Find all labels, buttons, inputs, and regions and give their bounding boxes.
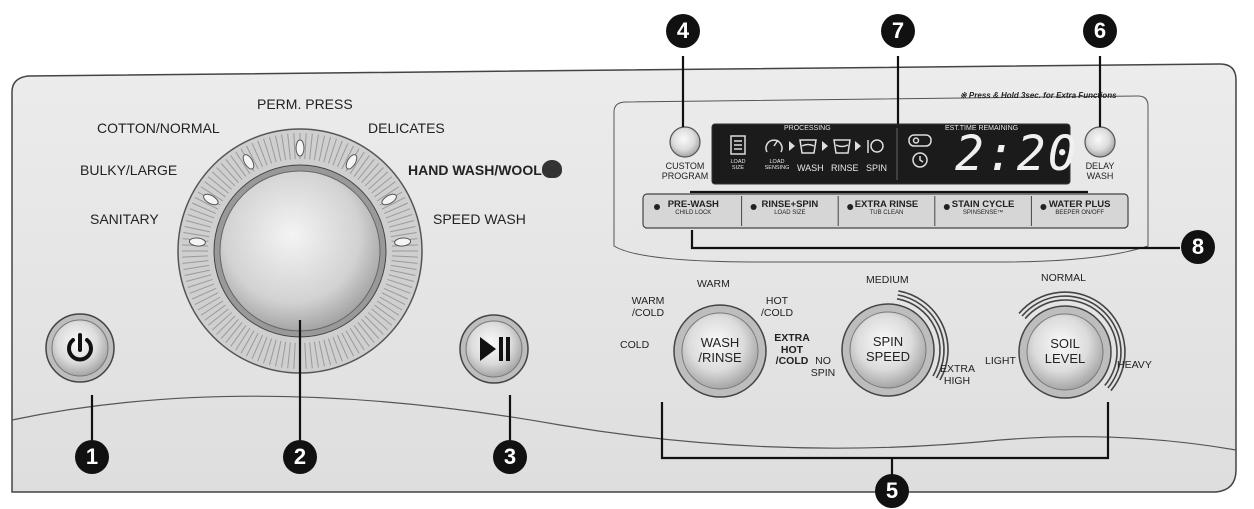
program-dial-knob <box>219 170 381 332</box>
temp-warm-cold: WARM /COLD <box>631 295 665 319</box>
option-label: WATER PLUS <box>1048 199 1111 210</box>
option-label: STAIN CYCLE <box>951 199 1015 210</box>
spin-extra-high: EXTRA HIGH <box>940 363 976 387</box>
rinse-label: RINSE <box>831 163 859 173</box>
program-dial-indicators <box>188 139 412 247</box>
temp-extra-hot-cold: EXTRA HOT /COLD <box>774 332 810 368</box>
spin-medium: MEDIUM <box>866 274 909 286</box>
callout-3: 3 <box>493 440 527 474</box>
display-bezel <box>613 95 1149 263</box>
option-label: EXTRA RINSE <box>854 199 919 210</box>
dial-indicator-slot <box>203 193 219 206</box>
callout-7: 7 <box>881 14 915 48</box>
time-remaining-label: EST.TIME REMAINING <box>945 125 1019 132</box>
program-cotton-normal[interactable]: COTTON/NORMAL <box>97 120 220 136</box>
option-led <box>1040 204 1047 210</box>
custom-program-label: CUSTOM PROGRAM <box>661 161 709 181</box>
delay-wash-label: DELAY WASH <box>1085 161 1115 181</box>
clock-icon <box>912 152 928 168</box>
program-delicates[interactable]: DELICATES <box>368 120 445 136</box>
spin-no-spin: NO SPIN <box>810 355 836 379</box>
wash-rinse-knob[interactable]: WASH /RINSE <box>698 335 742 365</box>
soil-normal: NORMAL <box>1041 272 1086 284</box>
power-icon <box>67 333 93 362</box>
option-led <box>943 204 950 210</box>
program-speed-wash[interactable]: SPEED WASH <box>433 211 526 227</box>
lcd-display <box>711 123 1071 185</box>
option-strip <box>642 193 1129 229</box>
option-led <box>847 204 854 210</box>
dial-indicator-slot <box>295 139 305 157</box>
option-label: RINSE+SPIN <box>761 199 819 210</box>
dial-indicator-slot <box>381 193 397 206</box>
option-label: PRE-WASH <box>667 199 719 210</box>
soil-heavy: HEAVY <box>1117 359 1152 371</box>
custom-program-button <box>669 126 701 158</box>
spin-speed-knob[interactable]: SPIN SPEED <box>865 334 911 364</box>
option-sublabel: TUB CLEAN <box>869 209 904 216</box>
option-sublabel: CHILD LOCK <box>675 209 712 216</box>
temp-warm: WARM <box>697 278 730 290</box>
wash-icon <box>799 139 817 154</box>
load-size-icon <box>730 135 746 155</box>
callout-5: 5 <box>875 474 909 508</box>
load-size-label: LOAD SIZE <box>730 159 746 171</box>
program-hand-wash-wool[interactable]: HAND WASH/WOOL <box>408 162 542 178</box>
extra-functions-note: ※ Press & Hold 3sec. for Extra Functions <box>960 91 1117 100</box>
soil-light: LIGHT <box>985 355 1016 367</box>
callout-8: 8 <box>1181 230 1215 264</box>
option-led <box>750 204 757 210</box>
door-lock-icon <box>908 134 932 147</box>
dial-indicator-slot <box>394 237 412 247</box>
program-bulky-large[interactable]: BULKY/LARGE <box>80 162 178 178</box>
program-sanitary[interactable]: SANITARY <box>90 211 159 227</box>
delay-wash-button <box>1084 126 1116 158</box>
spin-speed-arcs <box>896 290 949 381</box>
option-sublabel: BEEPER ON/OFF <box>1055 209 1105 216</box>
process-arrows-icon <box>789 141 861 151</box>
option-led <box>654 204 660 210</box>
load-sensing-icon <box>765 139 783 153</box>
time-readout: 2:20 <box>955 126 1079 182</box>
callout-1: 1 <box>75 440 109 474</box>
option-strip-dividers <box>654 196 1047 226</box>
play-pause-icon <box>480 337 510 361</box>
spin-label: SPIN <box>866 163 888 173</box>
callout-leaders <box>90 56 1180 476</box>
program-dial-ticks <box>182 133 418 369</box>
option-sublabel: SPINSENSE™ <box>962 209 1004 216</box>
dial-indicator-slot <box>188 237 206 247</box>
temp-hot-cold: HOT /COLD <box>760 295 794 319</box>
dial-indicator-slot <box>242 154 255 170</box>
processing-label: PROCESSING <box>784 125 831 132</box>
dial-indicator-slot <box>345 154 358 170</box>
rinse-icon <box>833 139 851 154</box>
soil-level-knob[interactable]: SOIL LEVEL <box>1044 336 1086 366</box>
callout-4: 4 <box>666 14 700 48</box>
option-sublabel: LOAD SIZE <box>774 209 806 216</box>
callout-6: 6 <box>1083 14 1117 48</box>
load-sensing-label: LOAD SENSING <box>764 159 790 171</box>
wash-label: WASH <box>797 163 824 173</box>
spin-icon <box>867 139 884 153</box>
panel-wave <box>11 395 1237 451</box>
temp-cold: COLD <box>620 339 650 351</box>
soil-level-arcs <box>1018 291 1126 392</box>
wool-mark-icon <box>542 160 562 178</box>
program-perm-press[interactable]: PERM. PRESS <box>257 96 353 112</box>
callout-2: 2 <box>283 440 317 474</box>
